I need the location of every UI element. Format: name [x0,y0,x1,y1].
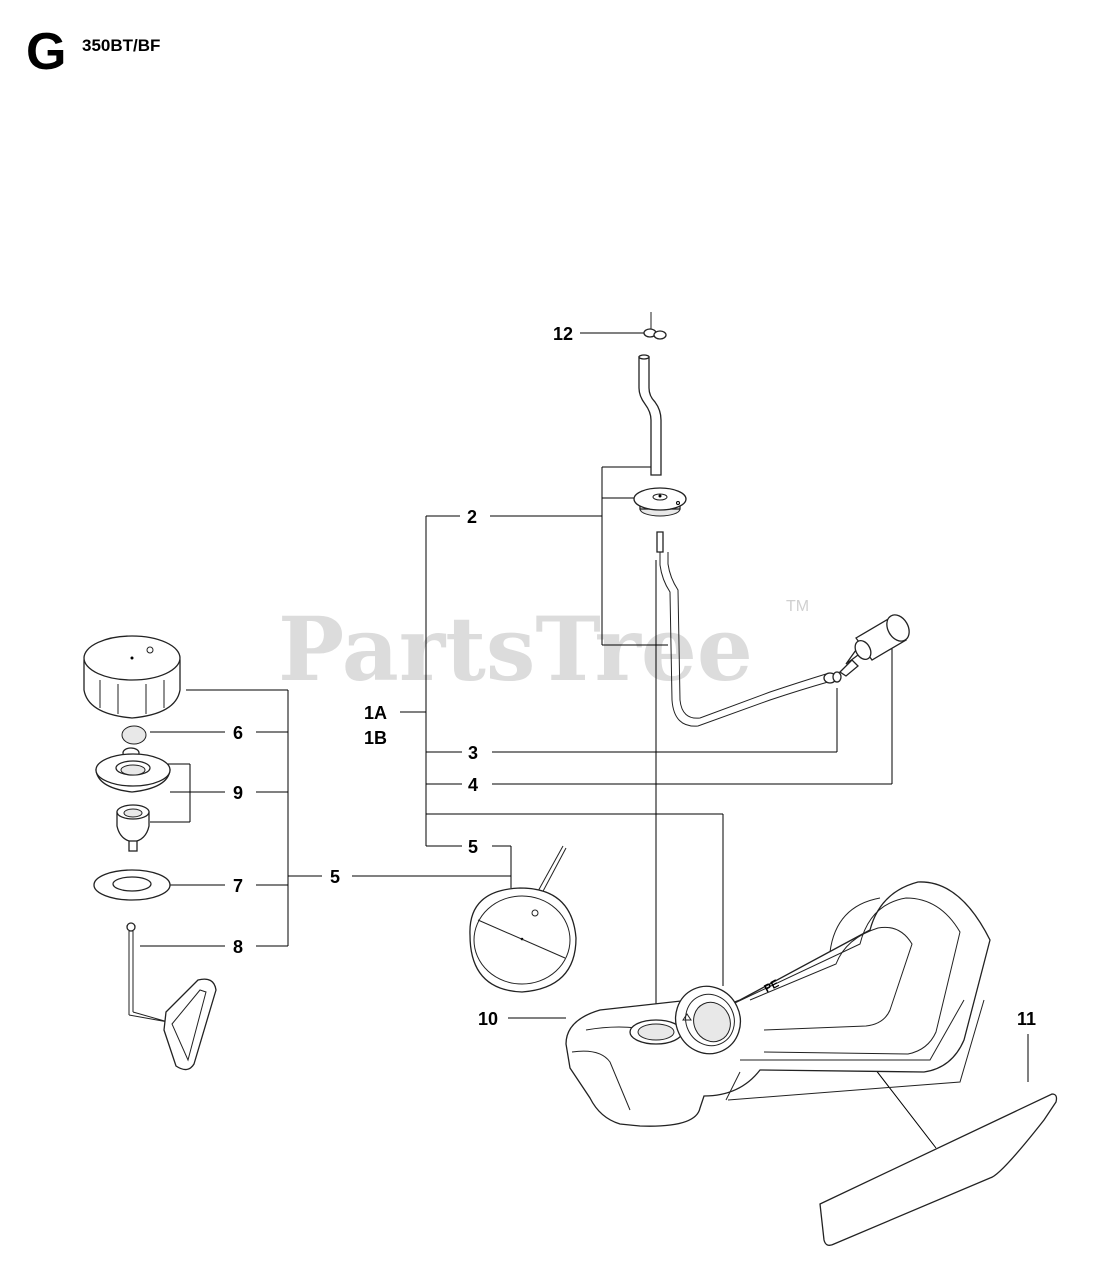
callout-8: 8 [233,937,243,957]
callout-1b: 1B [364,728,387,748]
part-4-fuel-filter [838,614,910,677]
callout-2: 2 [467,507,477,527]
callout-1a: 1A [364,703,387,723]
callout-5-cap: 5 [330,867,340,887]
tank-cap-part-5 [469,845,577,993]
callout-12: 12 [553,324,573,344]
leader-lines [140,332,1029,1149]
part-2-grommet [633,487,687,553]
fuel-cap-assembly [83,635,217,1071]
callout-9: 9 [233,783,243,803]
part-12-clip [643,312,667,340]
fuel-hose-upper [638,354,662,476]
section-letter: G [26,23,67,81]
callout-3: 3 [468,743,478,763]
part-3-fuel-line [659,552,842,727]
callout-labels: 12 2 1A 1B 3 4 5 5 6 9 7 8 10 11 [233,324,1036,1029]
watermark-tm: TM [786,598,809,615]
callout-7: 7 [233,876,243,896]
callout-10: 10 [478,1009,498,1029]
callout-11: 11 [1017,1009,1036,1029]
part-11-decal [819,1093,1058,1246]
callout-5-tank-cap: 5 [468,837,478,857]
model-number: 350BT/BF [82,36,161,55]
watermark-brand: PartsTree [278,597,753,701]
callout-6: 6 [233,723,243,743]
part-10-fuel-tank: PE [565,881,991,1127]
callout-4: 4 [468,775,478,795]
